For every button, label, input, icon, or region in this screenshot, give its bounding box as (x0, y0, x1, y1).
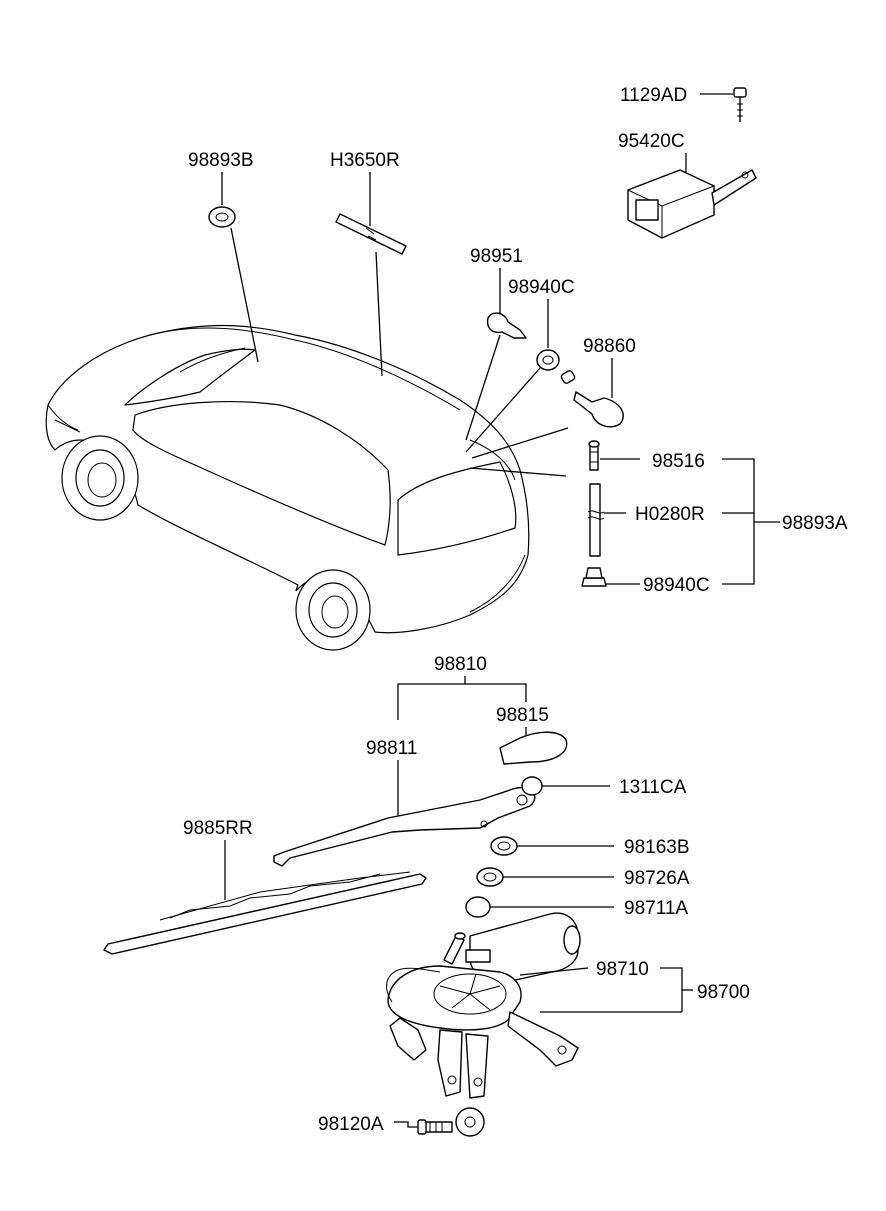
front-wheel (61, 435, 139, 521)
hose-h3650r: H3650R (330, 150, 407, 377)
nut-1311ca: 1311CA (521, 776, 687, 798)
svg-text:98940C: 98940C (643, 575, 710, 596)
rear-wheel (295, 569, 371, 651)
bolt-98120a: 98120A (318, 1107, 485, 1137)
motor-98710-label: 98710 (596, 959, 693, 1012)
hose-assy-98893a: 98893A (722, 458, 848, 585)
svg-text:98951: 98951 (470, 246, 523, 267)
svg-text:98815: 98815 (496, 705, 549, 726)
arm-assy-98810: 98810 (397, 654, 527, 720)
svg-text:H3650R: H3650R (330, 150, 400, 171)
nut-98726a: 98726A (476, 867, 690, 889)
arm-98811: 98811 (273, 738, 536, 867)
svg-text:98726A: 98726A (624, 868, 690, 889)
svg-text:98893A: 98893A (782, 513, 848, 534)
seal-98711a: 98711A (465, 896, 688, 919)
vehicle-illustration (45, 324, 530, 651)
svg-text:98711A: 98711A (624, 898, 688, 919)
motor-assy-98700: 98700 (697, 982, 750, 1003)
bolt-1129ad: 1129AD (620, 85, 747, 122)
clip-98951: 98951 (465, 246, 527, 441)
leader-line (469, 467, 567, 477)
nozzle-98860: 98860 (471, 336, 636, 459)
svg-text:1129AD: 1129AD (620, 85, 687, 106)
grommet-98940c-bottom: 98940C (581, 567, 710, 596)
svg-text:98163B: 98163B (624, 837, 690, 858)
svg-text:98811: 98811 (366, 738, 417, 759)
connector-98516: 98516 (588, 440, 705, 472)
motor-98710 (386, 912, 682, 1099)
svg-text:95420C: 95420C (618, 131, 685, 152)
svg-text:1311CA: 1311CA (619, 777, 687, 798)
svg-text:H0280R: H0280R (635, 504, 705, 525)
svg-text:98810: 98810 (434, 654, 487, 675)
svg-text:98710: 98710 (596, 959, 649, 980)
bushing-98163b: 98163B (490, 836, 690, 858)
svg-text:98860: 98860 (583, 336, 636, 357)
svg-text:98516: 98516 (652, 451, 705, 472)
cap-98815: 98815 (496, 705, 568, 765)
svg-text:98700: 98700 (697, 982, 750, 1003)
grommet-98940c-top: 98940C (465, 277, 575, 453)
grommet-98893b: 98893B (188, 150, 259, 363)
hose-h0280r: H0280R (587, 483, 705, 557)
blade-9885rr: 9885RR (103, 818, 427, 955)
svg-text:98120A: 98120A (318, 1114, 384, 1135)
svg-text:98893B: 98893B (188, 150, 254, 171)
svg-text:9885RR: 9885RR (183, 818, 253, 839)
relay-95420c: 95420C (618, 131, 757, 239)
svg-text:98940C: 98940C (508, 277, 575, 298)
